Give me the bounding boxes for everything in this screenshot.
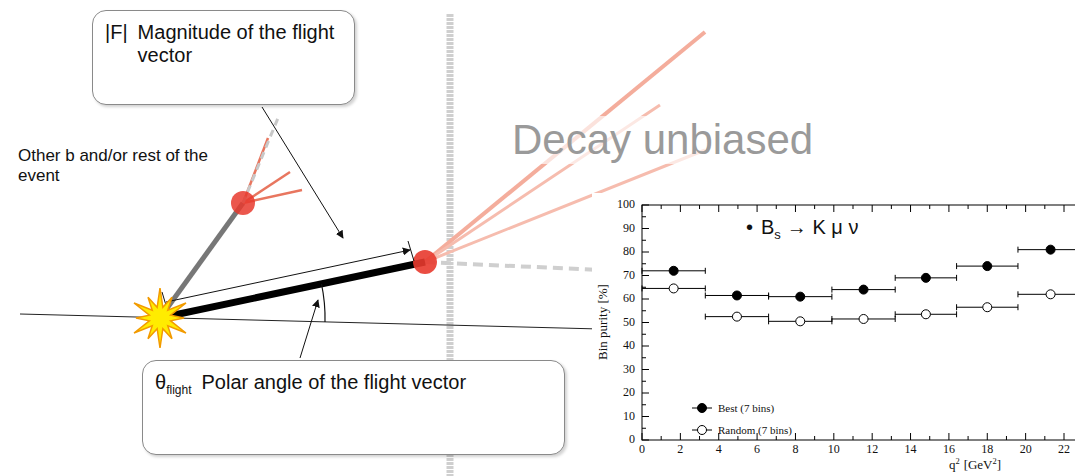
symbol-text: θ <box>155 371 166 393</box>
legend-text: Random (7 bins) <box>718 424 792 437</box>
tick-label: 60 <box>623 292 635 306</box>
purity-chart <box>592 193 1075 476</box>
tick-label: 50 <box>623 316 635 330</box>
axis-title-text: 2 <box>993 456 997 466</box>
watermark: Decay unbiased <box>512 116 813 164</box>
symbol: θflight <box>155 371 191 397</box>
tick-label: 22 <box>1058 443 1070 457</box>
leader-lines <box>262 107 343 358</box>
chart-title: • Bs → K μ ν <box>746 216 858 243</box>
annotation: Other b and/or rest of the event <box>18 146 233 185</box>
tick-label: 80 <box>623 245 635 259</box>
axis-ticks <box>642 205 1064 440</box>
callout-box: θflight Polar angle of the flight vector <box>142 360 565 455</box>
axis-title-text: 2 <box>955 456 959 466</box>
tick-label: 70 <box>623 269 635 283</box>
tick-label: 12 <box>866 443 878 457</box>
annotation-text: Other b and/or rest of the event <box>18 146 208 185</box>
tick-label: 40 <box>623 339 635 353</box>
plot-frame <box>642 205 1075 440</box>
tick-label: 10 <box>828 443 840 457</box>
tick-label: 18 <box>981 443 993 457</box>
tick-label: 20 <box>623 386 635 400</box>
tick-label: 4 <box>716 443 722 457</box>
tick-label: 20 <box>1020 443 1032 457</box>
callout-text: Magnitude of the flight vector <box>138 21 342 67</box>
tick-label: 14 <box>905 443 917 457</box>
axis-title: Bin purity [%] <box>596 284 611 360</box>
tick-label: 6 <box>754 443 760 457</box>
collision-star <box>134 288 186 348</box>
random-series <box>642 284 1075 326</box>
axis-title-text: [GeV <box>964 457 993 472</box>
callout-text: Polar angle of the flight vector <box>201 371 552 394</box>
chart-title-text: → K μ ν <box>787 216 859 238</box>
tick-label: 16 <box>943 443 955 457</box>
watermark-text: Decay unbiased <box>512 116 813 163</box>
legend-text: Best (7 bins) <box>718 402 774 415</box>
tick-label: 8 <box>792 443 798 457</box>
axis-title-text: ] <box>997 457 1001 472</box>
tick-label: 0 <box>639 443 645 457</box>
tick-label: 90 <box>623 222 635 236</box>
star-shape <box>134 288 186 348</box>
chart-title-text: • <box>746 216 753 238</box>
tick-label: 100 <box>617 198 635 212</box>
axis-title-text: q <box>949 457 956 472</box>
legend-markers <box>692 404 712 435</box>
axis-title-text: Bin purity [%] <box>595 284 610 360</box>
tick-label: 0 <box>629 433 635 447</box>
symbol-text: flight <box>166 383 191 397</box>
chart-ground <box>592 193 1075 476</box>
callout-box: |F| Magnitude of the flight vector <box>92 10 355 105</box>
chart-title-text: s <box>774 227 781 242</box>
polar-angle-arc <box>322 284 326 322</box>
symbol: |F| <box>105 21 128 44</box>
flight-dimension <box>162 241 414 312</box>
axis-title: q2[GeV2] <box>949 457 1001 473</box>
tick-label: 10 <box>623 410 635 424</box>
symbol-text: |F| <box>105 21 128 43</box>
tick-label: 2 <box>677 443 683 457</box>
flight-vector <box>160 250 437 318</box>
tick-label: 30 <box>623 363 635 377</box>
chart-title-text: B <box>761 216 774 238</box>
best-series <box>642 245 1075 301</box>
